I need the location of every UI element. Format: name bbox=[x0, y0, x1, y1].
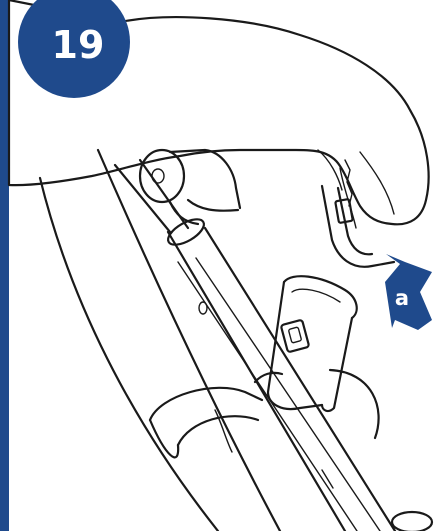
canopy-fabric bbox=[38, 148, 282, 531]
side-bar bbox=[0, 0, 9, 531]
step-badge: 19 bbox=[18, 0, 130, 98]
tube-socket bbox=[266, 275, 358, 413]
arrow-down-left-icon bbox=[385, 254, 432, 330]
foam-sleeve bbox=[148, 368, 380, 459]
hand bbox=[7, 0, 430, 226]
callout-label: a bbox=[395, 286, 409, 310]
wheel-hinge bbox=[113, 148, 242, 234]
canopy-clip bbox=[320, 159, 396, 268]
callout-badge: a bbox=[395, 286, 409, 310]
step-number: 19 bbox=[52, 23, 105, 67]
